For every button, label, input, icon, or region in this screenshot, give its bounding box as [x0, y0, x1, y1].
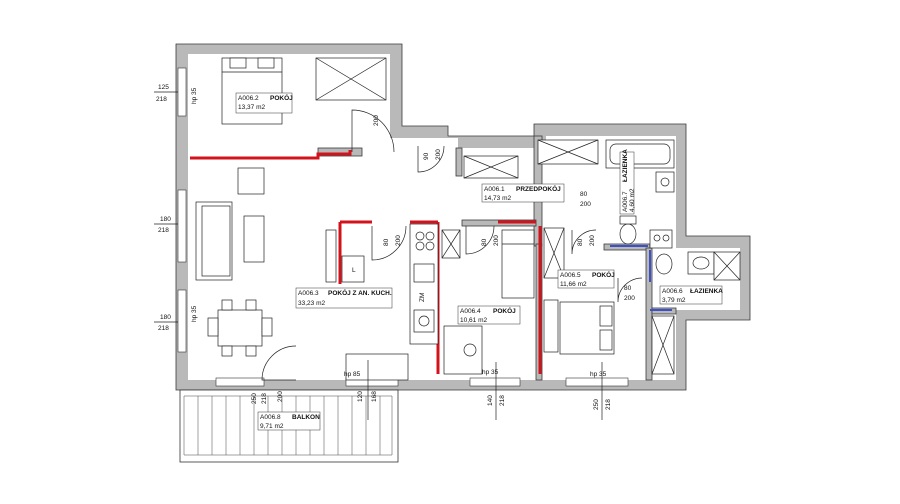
svg-text:200: 200	[435, 149, 442, 160]
svg-text:80: 80	[383, 238, 390, 246]
svg-text:250: 250	[593, 399, 600, 410]
svg-text:200: 200	[493, 235, 500, 246]
svg-text:218: 218	[261, 393, 268, 404]
svg-text:PRZEDPOKÓJ: PRZEDPOKÓJ	[516, 184, 561, 193]
svg-text:POKÓJ: POKÓJ	[270, 93, 293, 102]
svg-text:POKÓJ Z AN. KUCH.: POKÓJ Z AN. KUCH.	[328, 288, 392, 297]
room-label-a006-2: A006.2 POKÓJ 13,37 m2	[235, 92, 293, 114]
window-dim-left-1: 125 218 hp 35	[154, 84, 198, 104]
toilet-1	[619, 223, 637, 245]
washbasin-2	[687, 251, 715, 275]
bottom-dims: 250 218 hp 85 120 168 hp 35 140 218 hp 3…	[251, 360, 612, 420]
svg-text:9,71 m2: 9,71 m2	[260, 423, 284, 430]
fridge-mark: L	[352, 267, 356, 274]
svg-text:4,60 m2: 4,60 m2	[629, 188, 636, 212]
kitchen-counter	[345, 223, 439, 381]
wardrobe-3	[543, 299, 559, 353]
svg-text:80: 80	[624, 285, 632, 292]
svg-text:200: 200	[624, 295, 635, 302]
svg-text:A006.6: A006.6	[662, 288, 683, 295]
tv-unit	[325, 229, 365, 283]
bathroom-walls	[610, 245, 672, 311]
svg-text:218: 218	[158, 325, 169, 332]
svg-text:80: 80	[577, 238, 584, 246]
svg-text:10,61 m2: 10,61 m2	[460, 317, 487, 324]
svg-text:A006.1: A006.1	[484, 186, 505, 193]
svg-text:A006.4: A006.4	[460, 308, 481, 315]
toilet-2	[655, 253, 673, 275]
svg-text:90: 90	[423, 152, 430, 160]
svg-text:180: 180	[160, 314, 171, 321]
coffee-table	[243, 215, 265, 263]
svg-text:200: 200	[589, 235, 596, 246]
svg-text:125: 125	[158, 84, 169, 91]
window-dim-left-2: 180 218	[154, 216, 178, 234]
balcony-tiles	[183, 395, 393, 456]
room-label-a006-6: A006.6 ŁAZIENKA 3,79 m2	[659, 285, 723, 305]
svg-text:POKÓJ: POKÓJ	[493, 306, 516, 315]
svg-text:hp 35: hp 35	[191, 305, 198, 322]
svg-text:168: 168	[371, 391, 378, 402]
dining-set	[207, 299, 273, 357]
svg-text:80: 80	[481, 238, 488, 246]
svg-text:13,37 m2: 13,37 m2	[238, 104, 265, 111]
svg-text:200: 200	[373, 115, 380, 126]
svg-text:33,23 m2: 33,23 m2	[298, 300, 325, 307]
svg-text:180: 180	[160, 216, 171, 223]
svg-text:200: 200	[580, 201, 591, 208]
svg-text:ŁAZIENKA: ŁAZIENKA	[622, 149, 629, 182]
svg-text:A006.2: A006.2	[238, 95, 259, 102]
svg-text:11,66 m2: 11,66 m2	[560, 281, 587, 288]
svg-text:218: 218	[158, 227, 169, 234]
room-label-a006-1: A006.1 PRZEDPOKÓJ 14,73 m2	[481, 183, 565, 203]
doors	[261, 109, 643, 381]
svg-text:BALKON: BALKON	[292, 414, 320, 421]
svg-text:hp 35: hp 35	[482, 369, 499, 376]
svg-text:250: 250	[251, 393, 258, 404]
svg-text:218: 218	[499, 395, 506, 406]
svg-text:200: 200	[277, 391, 284, 402]
svg-text:140: 140	[487, 395, 494, 406]
svg-text:A006.3: A006.3	[298, 290, 319, 297]
sofa	[195, 201, 233, 281]
room-label-a006-4: A006.4 POKÓJ 10,61 m2	[457, 305, 521, 325]
washbasin-1	[655, 171, 675, 193]
armchair	[237, 167, 265, 195]
svg-text:POKÓJ: POKÓJ	[592, 270, 615, 279]
room-label-a006-8: A006.8 BALKON 9,71 m2	[257, 411, 321, 431]
svg-text:hp 35: hp 35	[191, 87, 198, 104]
svg-text:A006.5: A006.5	[560, 272, 581, 279]
svg-text:80: 80	[580, 191, 588, 198]
bed-1	[221, 57, 283, 125]
window-dim-left-3: 180 218 hp 35	[154, 305, 198, 332]
svg-text:120: 120	[357, 391, 364, 402]
svg-text:hp 35: hp 35	[590, 371, 607, 378]
svg-text:A006.8: A006.8	[260, 414, 281, 421]
svg-text:A006.7: A006.7	[622, 191, 629, 212]
door-dims: 200 90 200 80 200 80 200 80 200 80 200 8…	[277, 115, 635, 402]
room-label-a006-7: A006.7 ŁAZIENKA 4,60 m2	[619, 149, 636, 215]
svg-text:14,73 m2: 14,73 m2	[484, 195, 511, 202]
svg-text:hp 85: hp 85	[344, 371, 361, 378]
room-label-a006-3: A006.3 POKÓJ Z AN. KUCH. 33,23 m2	[295, 287, 393, 309]
bath-ventilation	[649, 229, 673, 249]
bathtub	[605, 139, 675, 169]
svg-text:200: 200	[395, 235, 402, 246]
bed-2	[501, 229, 535, 299]
svg-text:218: 218	[605, 399, 612, 410]
svg-text:ŁAZIENKA: ŁAZIENKA	[690, 288, 723, 295]
svg-text:3,79 m2: 3,79 m2	[662, 297, 686, 304]
kitchen-mark: ZM	[419, 293, 426, 302]
room-label-a006-5: A006.5 POKÓJ 11,66 m2	[557, 269, 615, 289]
svg-text:218: 218	[156, 96, 167, 103]
windows	[177, 67, 629, 387]
